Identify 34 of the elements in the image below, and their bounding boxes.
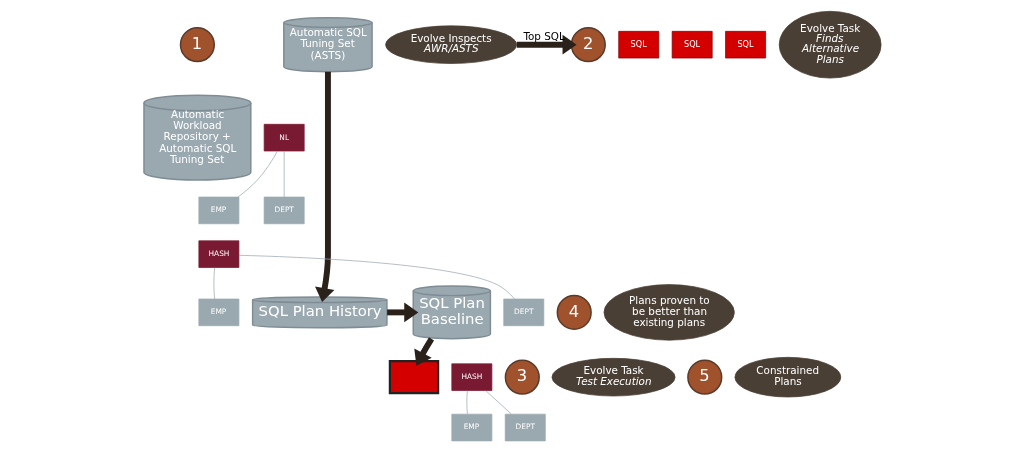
node-ellipse: Plans proven to be better than existing plans: [603, 284, 735, 341]
node-box: EMP: [450, 413, 492, 442]
arrow: [516, 34, 577, 55]
node-circle: 1: [179, 27, 215, 63]
node-ellipse: Evolve Task Test Execution: [551, 357, 675, 397]
connector: [238, 254, 515, 300]
connector: [237, 150, 278, 198]
node-box: SQL: [617, 30, 659, 59]
node-circle: 5: [686, 359, 722, 395]
node-circle: 4: [556, 294, 592, 330]
node-box: DEPT: [263, 196, 305, 225]
node-ellipse: Constrained Plans: [734, 356, 841, 398]
connector: [283, 150, 285, 198]
node-ellipse: Evolve Task Finds Alternative Plans: [778, 10, 881, 79]
arrow: [386, 302, 418, 323]
node-circle: 2: [570, 27, 606, 63]
node-box: DEPT: [504, 413, 546, 442]
node-box: HASH: [450, 363, 492, 391]
edge-label: Top SQL: [522, 29, 565, 42]
arrow: [413, 337, 434, 366]
node-circle: 3: [504, 359, 540, 395]
node-box: DEPT: [502, 298, 544, 327]
node-box: [388, 360, 439, 395]
arrow: [314, 71, 334, 303]
node-box: NL: [263, 123, 305, 152]
node-box: SQL: [671, 30, 713, 59]
connector: [213, 267, 215, 300]
node-box: SQL: [724, 30, 766, 59]
connector: [485, 390, 512, 415]
node-ellipse: Evolve Inspects AWR/ASTS: [384, 25, 517, 64]
node-box: EMP: [198, 196, 239, 225]
connector: [466, 390, 468, 415]
node-box: EMP: [198, 298, 239, 327]
node-box: HASH: [198, 240, 239, 268]
